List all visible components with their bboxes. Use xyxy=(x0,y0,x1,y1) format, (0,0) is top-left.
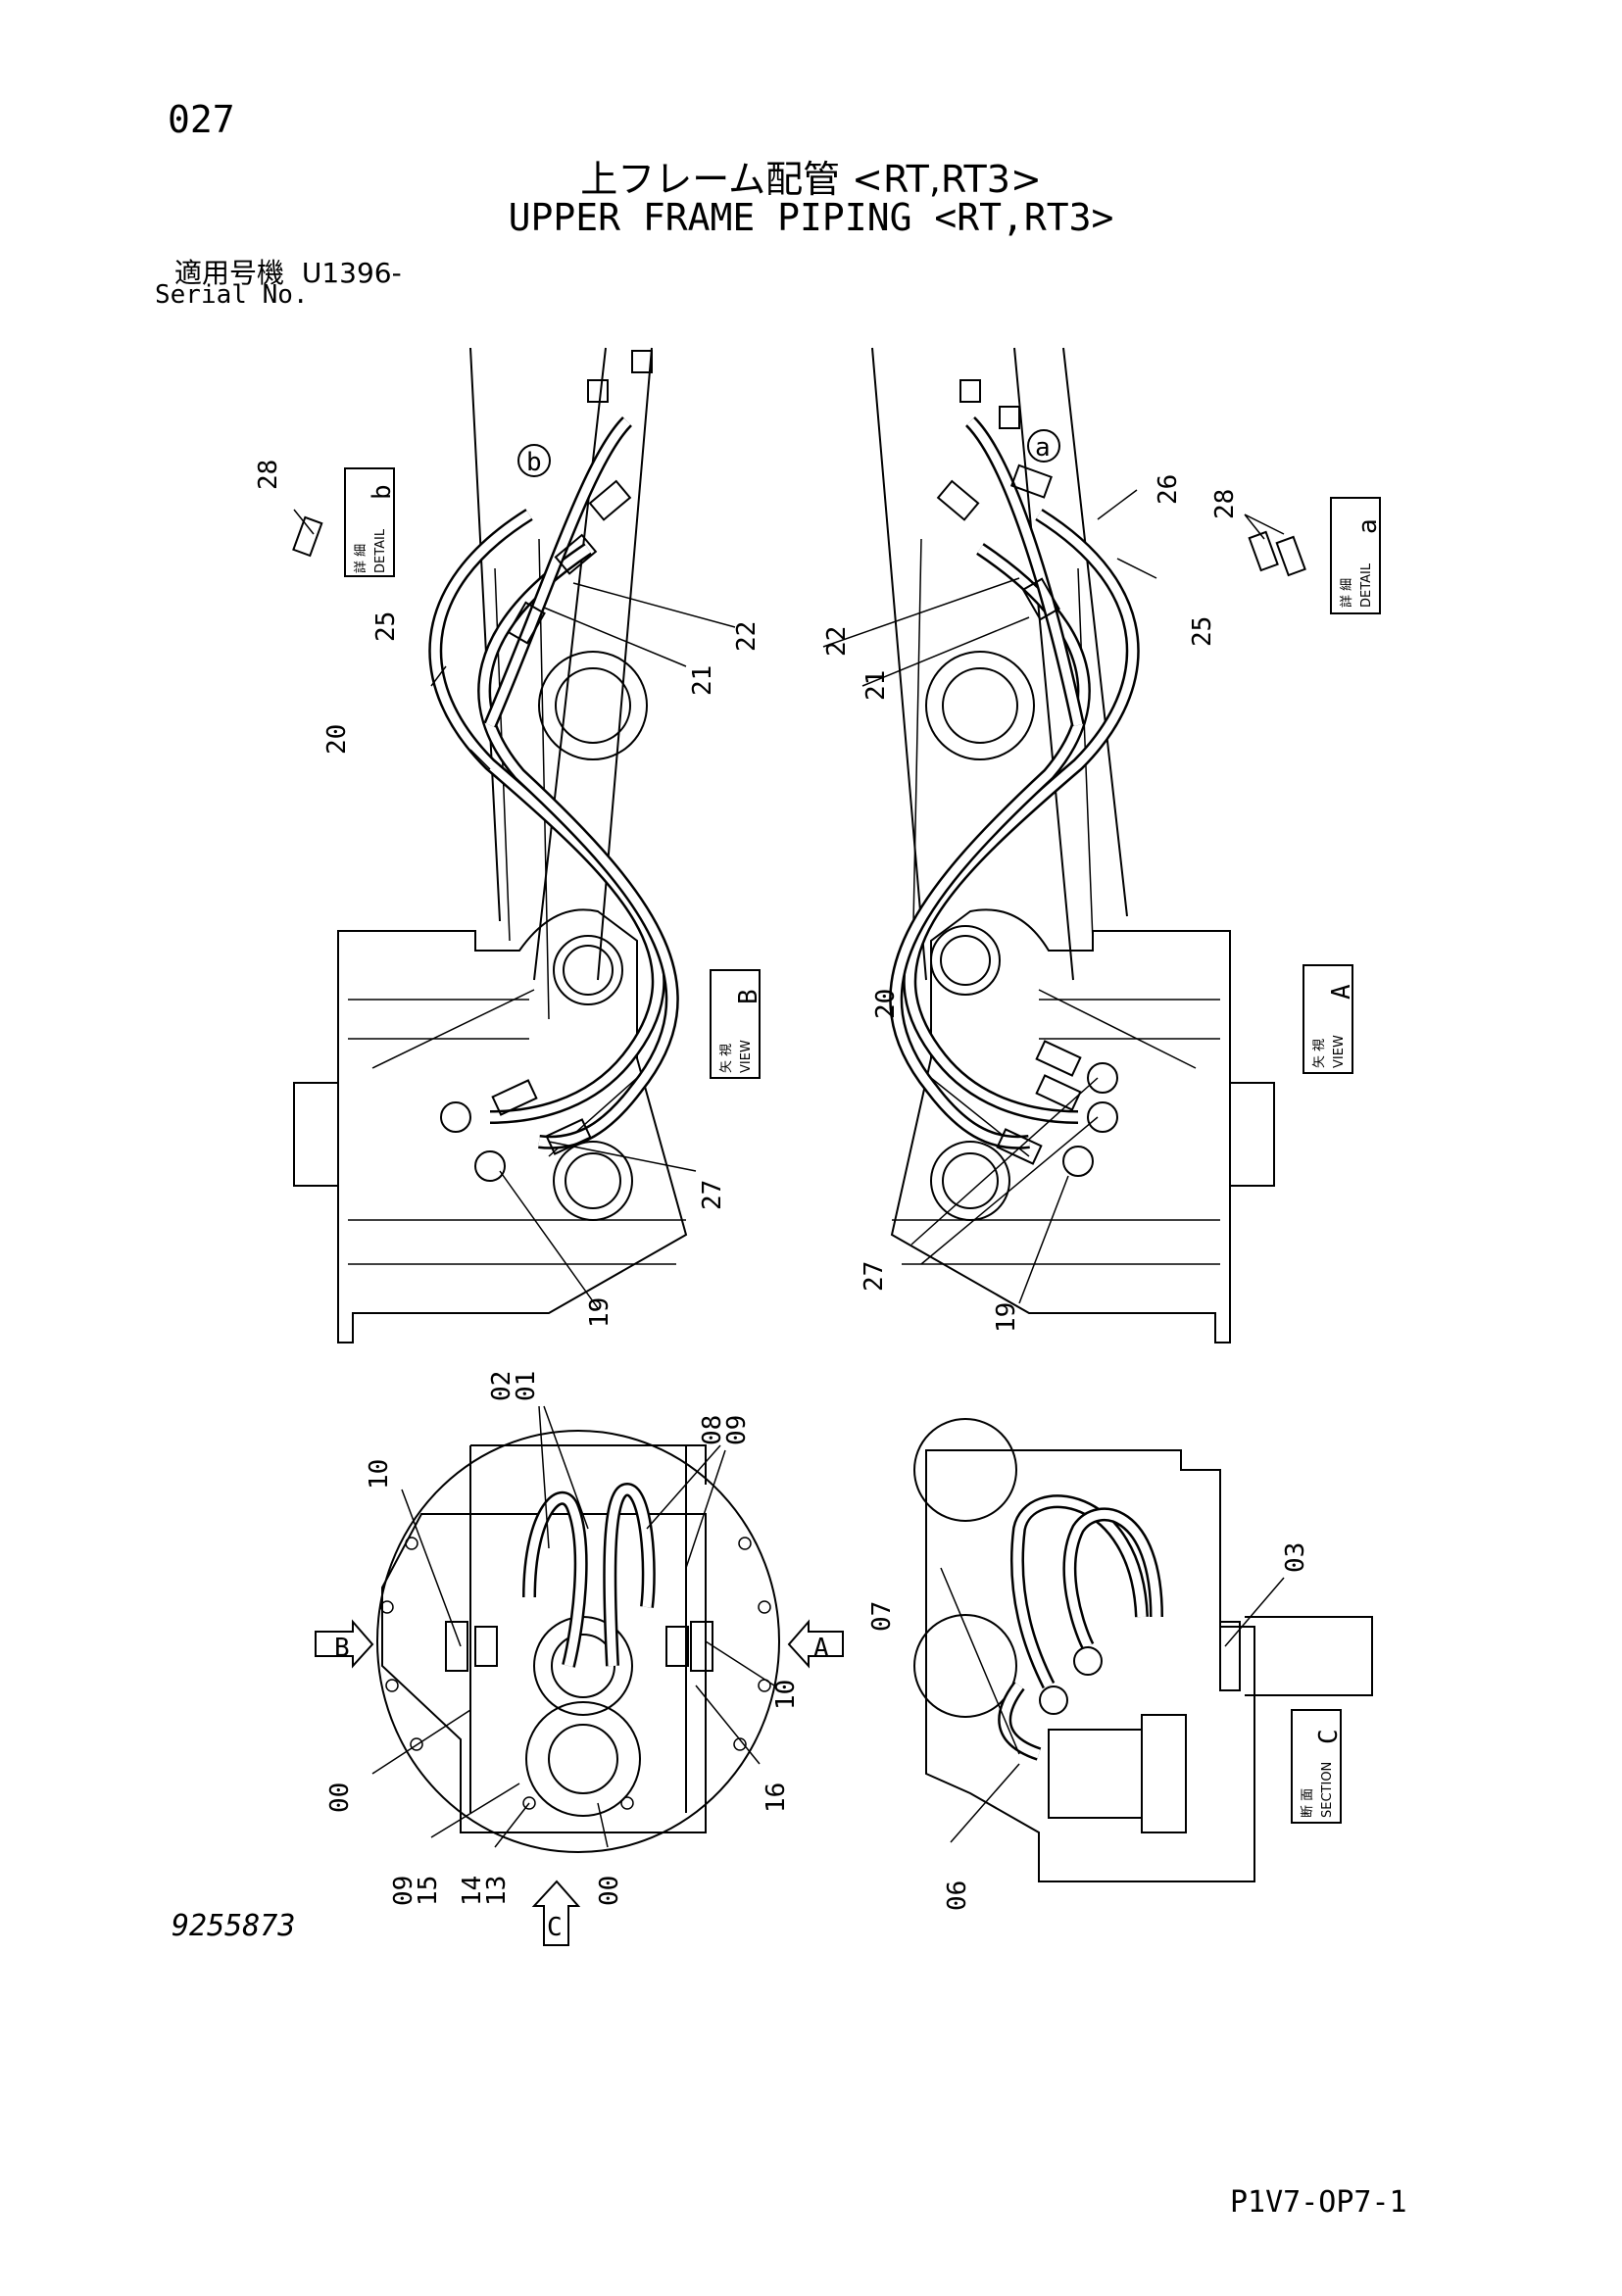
callout-28-left: 28 xyxy=(254,460,283,490)
section-c-letter: C xyxy=(1314,1729,1344,1744)
view-a-letter: A xyxy=(1327,984,1356,1000)
callout-01: 01 xyxy=(512,1371,541,1401)
section-c-jp: 断 面 xyxy=(1301,1788,1315,1818)
callout-27-left: 27 xyxy=(698,1180,727,1210)
callout-10-right: 10 xyxy=(771,1680,801,1710)
arrow-b-letter: B xyxy=(334,1634,350,1663)
callout-00-left: 00 xyxy=(325,1783,355,1813)
arrow-a-letter: A xyxy=(813,1634,829,1663)
callout-27-right: 27 xyxy=(860,1261,889,1292)
callout-21-right: 21 xyxy=(861,670,891,701)
view-a-jp: 矢 視 xyxy=(1312,1039,1327,1068)
callout-09-bottom: 09 xyxy=(389,1876,418,1906)
callout-13: 13 xyxy=(482,1876,512,1906)
detail-a-letter: a xyxy=(1353,518,1383,534)
detail-b-jp: 詳 細 xyxy=(353,544,369,573)
serial-label-en: Serial No. xyxy=(155,280,309,310)
callout-25-right: 25 xyxy=(1188,616,1217,647)
detail-a-jp: 詳 細 xyxy=(1339,578,1354,608)
page-number: 027 xyxy=(168,98,235,141)
callout-06: 06 xyxy=(943,1881,972,1911)
callout-19-right: 19 xyxy=(992,1302,1021,1333)
view-b-jp: 矢 視 xyxy=(719,1044,734,1073)
title-japanese: 上フレーム配管 <RT,RT3> xyxy=(580,158,1042,201)
view-b-drawing: b xyxy=(293,347,736,1343)
serial-value: U1396- xyxy=(301,257,402,289)
serial-label-jp-text: 適用号機 xyxy=(174,257,285,289)
detail-b-letter: b xyxy=(368,484,397,500)
callout-09-top: 09 xyxy=(722,1415,752,1445)
callout-03: 03 xyxy=(1281,1542,1310,1573)
callout-19-left: 19 xyxy=(585,1297,614,1328)
view-b-letter: B xyxy=(734,989,763,1004)
callout-16: 16 xyxy=(762,1783,791,1813)
callout-02: 02 xyxy=(487,1371,516,1401)
callout-08: 08 xyxy=(698,1415,727,1445)
callout-21-left: 21 xyxy=(688,665,717,696)
callout-07: 07 xyxy=(867,1601,897,1632)
serial-label-jp: 適用号機 U1396- xyxy=(174,252,402,291)
marker-a: a xyxy=(1035,433,1051,463)
document-number: 9255873 xyxy=(172,1909,296,1943)
section-c-drawing xyxy=(913,1418,1373,1882)
callout-26-right: 26 xyxy=(1154,474,1183,505)
view-a-en: VIEW xyxy=(1332,1035,1347,1068)
detail-a-en: DETAIL xyxy=(1359,562,1374,608)
top-plan-drawing xyxy=(315,1405,844,1946)
callout-10-left: 10 xyxy=(365,1459,394,1490)
callout-22-left: 22 xyxy=(732,621,762,652)
view-a-drawing: a xyxy=(822,347,1275,1343)
marker-b: b xyxy=(526,448,542,477)
detail-b-en: DETAIL xyxy=(373,528,388,573)
section-c-en: SECTION xyxy=(1320,1762,1335,1818)
callout-15: 15 xyxy=(414,1876,443,1906)
view-b-en: VIEW xyxy=(739,1040,754,1073)
callout-14: 14 xyxy=(458,1876,487,1906)
arrow-c-letter: C xyxy=(547,1913,563,1942)
callout-25-left: 25 xyxy=(371,611,401,642)
callout-28-right: 28 xyxy=(1210,489,1240,519)
callout-22-right: 22 xyxy=(822,626,852,657)
page-code: P1V7-OP7-1 xyxy=(1230,2185,1407,2220)
callout-00-bottom: 00 xyxy=(595,1876,624,1906)
title-english: UPPER FRAME PIPING <RT,RT3> xyxy=(508,196,1114,239)
callout-20-right: 20 xyxy=(871,989,901,1019)
callout-20-left: 20 xyxy=(322,724,352,755)
